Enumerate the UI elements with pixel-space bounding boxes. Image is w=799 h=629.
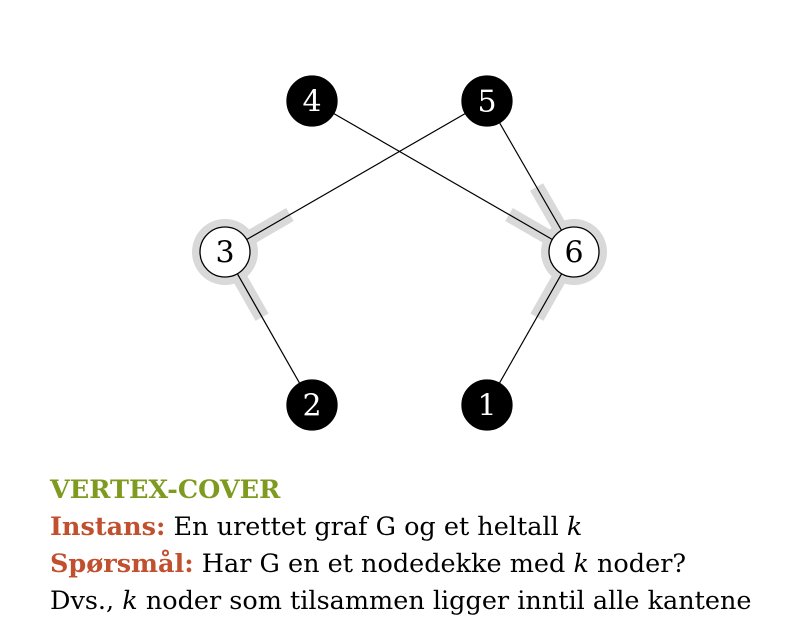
question-line: Spørsmål: Har G en et nodedekke med k no… [50, 546, 790, 583]
node-label-5: 5 [477, 85, 496, 120]
question-text-end: noder? [588, 549, 687, 579]
vertex-cover-graph: 4 5 3 6 2 1 [192, 75, 607, 431]
node-circle-1 [461, 379, 513, 431]
node-circle-3 [199, 226, 251, 278]
instance-text: En urettet graf G og et heltall [173, 512, 567, 542]
problem-description: VERTEX-COVER Instans: En urettet graf G … [50, 472, 790, 620]
node-circle-4 [286, 75, 338, 127]
clarification-line: Dvs., k noder som tilsammen ligger innti… [50, 583, 790, 620]
instance-line: Instans: En urettet graf G og et heltall… [50, 509, 790, 546]
node-circle-6 [548, 226, 600, 278]
cover-highlights [192, 183, 607, 321]
node-label-2: 2 [302, 389, 321, 424]
question-k: k [573, 549, 589, 579]
node-circle-5 [461, 75, 513, 127]
node-label-6: 6 [564, 236, 583, 271]
node-label-1: 1 [477, 389, 496, 424]
node-label-3: 3 [215, 236, 234, 271]
question-label: Spørsmål: [50, 549, 194, 579]
node-3: 3 [199, 226, 251, 278]
instance-label: Instans: [50, 512, 166, 542]
graph-edges [224, 100, 575, 406]
edge-5-3 [224, 100, 488, 253]
graph-nodes: 4 5 3 6 2 1 [199, 75, 600, 431]
node-label-4: 4 [302, 85, 321, 120]
clarification-text: Dvs., [50, 586, 123, 616]
node-circle-2 [286, 379, 338, 431]
question-text: Har G en et nodedekke med [201, 549, 574, 579]
node-6: 6 [548, 226, 600, 278]
instance-k: k [566, 512, 583, 542]
problem-title-line: VERTEX-COVER [50, 472, 790, 509]
node-5: 5 [461, 75, 513, 127]
edge-5-6 [486, 100, 575, 253]
clarification-k: k [122, 586, 138, 616]
edge-3-2 [224, 251, 313, 406]
clarification-text-end: noder som tilsammen ligger inntil alle k… [137, 586, 752, 616]
problem-title: VERTEX-COVER [50, 475, 281, 505]
node-1: 1 [461, 379, 513, 431]
node-2: 2 [286, 379, 338, 431]
edge-4-6 [311, 100, 575, 253]
edge-6-1 [486, 251, 575, 406]
node-4: 4 [286, 75, 338, 127]
